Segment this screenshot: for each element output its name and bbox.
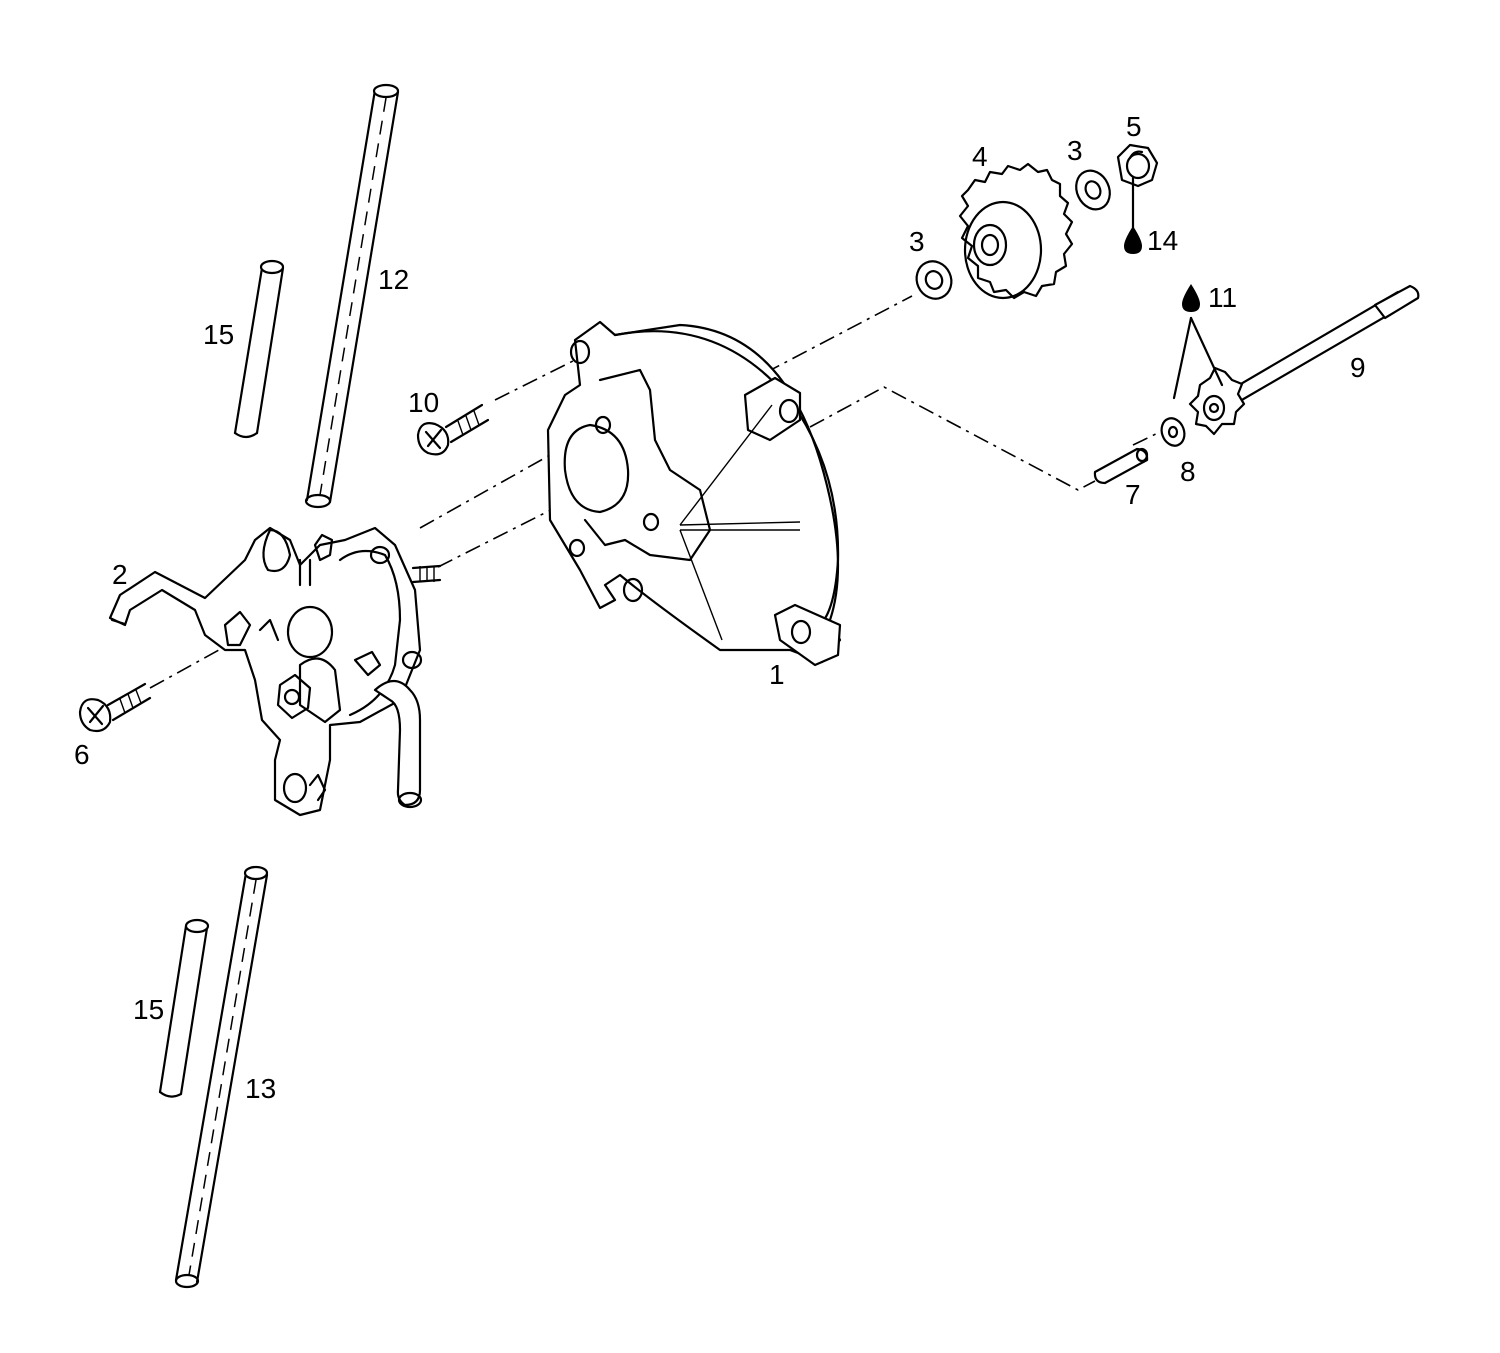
- callout-15-lower: 15: [133, 994, 164, 1025]
- callout-12: 12: [378, 264, 409, 295]
- callout-labels: 1 2 3 3 4 5 6 7 8 9 10 11 12 13 14 15 15: [74, 111, 1366, 1104]
- callout-6: 6: [74, 739, 90, 770]
- tube-13[interactable]: [174, 865, 269, 1289]
- callout-8: 8: [1180, 456, 1196, 487]
- screw-10[interactable]: [416, 403, 490, 456]
- callout-14: 14: [1147, 225, 1178, 256]
- callout-9: 9: [1350, 352, 1366, 383]
- callout-15-upper: 15: [203, 319, 234, 350]
- washer-8[interactable]: [1158, 415, 1188, 449]
- washer-3-left[interactable]: [911, 256, 958, 305]
- screw-6[interactable]: [78, 682, 152, 733]
- callout-3-right: 3: [1067, 135, 1083, 166]
- oil-drop-icon: [1124, 226, 1142, 254]
- callout-11: 11: [1208, 282, 1237, 313]
- callout-7: 7: [1125, 479, 1141, 510]
- callout-2: 2: [112, 559, 128, 590]
- gear-4[interactable]: [958, 162, 1074, 300]
- callout-13: 13: [245, 1073, 276, 1104]
- tube-12[interactable]: [304, 83, 400, 509]
- callout-10: 10: [408, 387, 439, 418]
- leader-lines: [1131, 176, 1224, 400]
- oil-drop-icon: [1182, 284, 1200, 312]
- nut-5[interactable]: [1116, 143, 1159, 188]
- washer-3-right[interactable]: [1070, 165, 1116, 215]
- callout-5: 5: [1126, 111, 1142, 142]
- tube-15-upper[interactable]: [233, 259, 285, 439]
- pump-cover-1[interactable]: [546, 320, 842, 667]
- pump-body-2[interactable]: [108, 526, 442, 817]
- pin-7[interactable]: [1093, 447, 1149, 485]
- shaft-9[interactable]: [1188, 284, 1420, 436]
- callout-3-left: 3: [909, 226, 925, 257]
- callout-1: 1: [769, 659, 785, 690]
- callout-4: 4: [972, 141, 988, 172]
- tube-15-lower[interactable]: [158, 918, 210, 1098]
